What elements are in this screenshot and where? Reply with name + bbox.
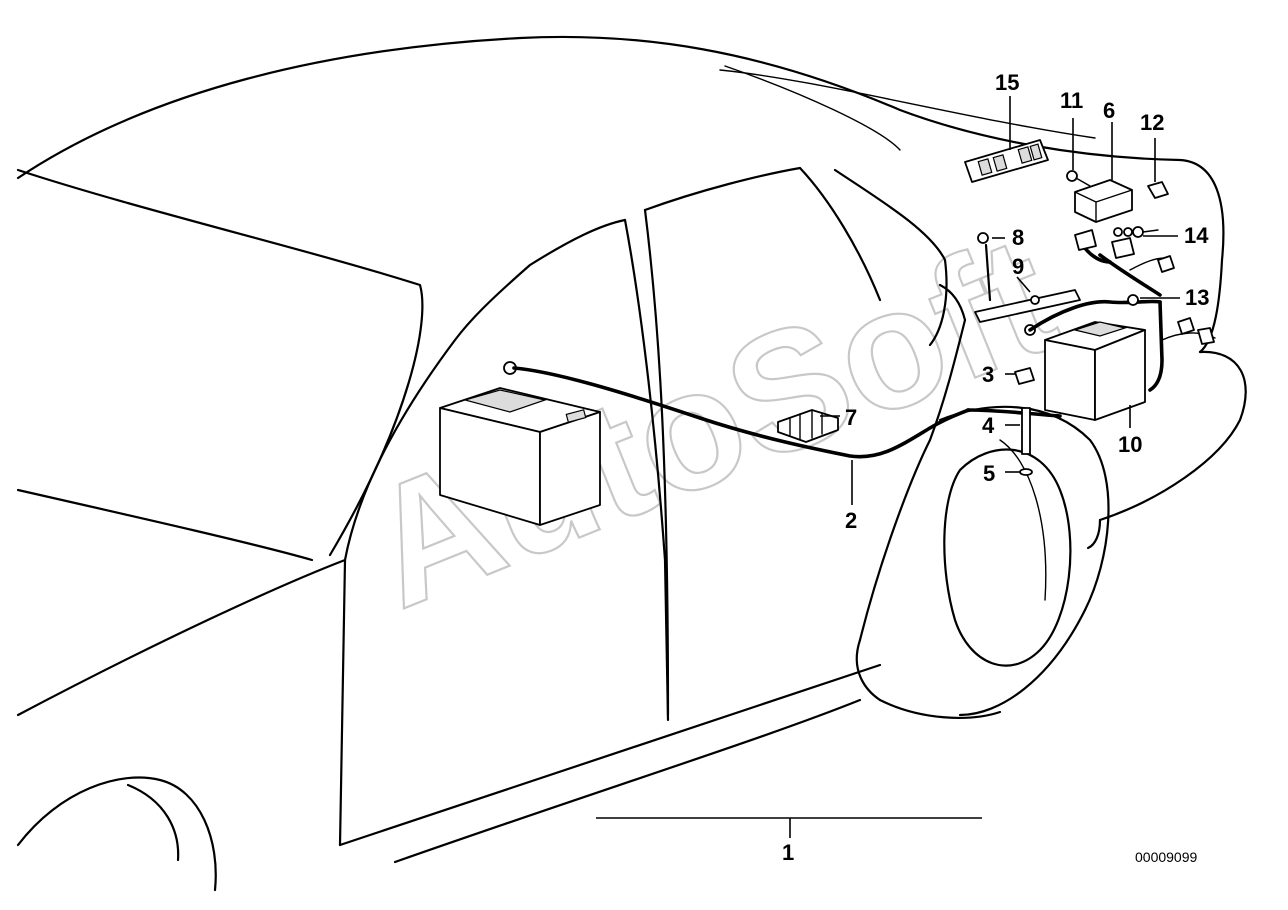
battery-cable: [503, 361, 1062, 459]
relay-switch: [1066, 170, 1169, 259]
car-body-outline: [16, 35, 1247, 892]
callout-10: 10: [1118, 432, 1142, 457]
leader-lines: [789, 96, 1180, 838]
fuse-box: [964, 139, 1049, 183]
callout-labels: 1 2 3 4 5 6 7 8 9 10 11 12 13 14 15: [782, 70, 1209, 865]
callout-4: 4: [982, 413, 995, 438]
callout-7: 7: [845, 405, 857, 430]
callout-11: 11: [1060, 88, 1083, 113]
callout-15: 15: [995, 70, 1019, 95]
rear-cables: [1024, 240, 1216, 392]
small-hardware: [1014, 255, 1215, 476]
callout-3: 3: [982, 362, 994, 387]
callout-14: 14: [1184, 223, 1209, 248]
callout-5: 5: [983, 461, 995, 486]
callout-2: 2: [845, 508, 857, 533]
callout-13: 13: [1185, 285, 1209, 310]
rear-battery: [1044, 321, 1146, 421]
callout-1: 1: [782, 840, 794, 865]
reference-number: 00009099: [1135, 849, 1198, 865]
callout-12: 12: [1140, 110, 1164, 135]
callout-6: 6: [1103, 98, 1115, 123]
front-battery: [439, 387, 601, 526]
plug-connector: [777, 409, 839, 443]
battery-strap: [974, 232, 1081, 323]
callout-8: 8: [1012, 225, 1024, 250]
callout-9: 9: [1012, 254, 1024, 279]
